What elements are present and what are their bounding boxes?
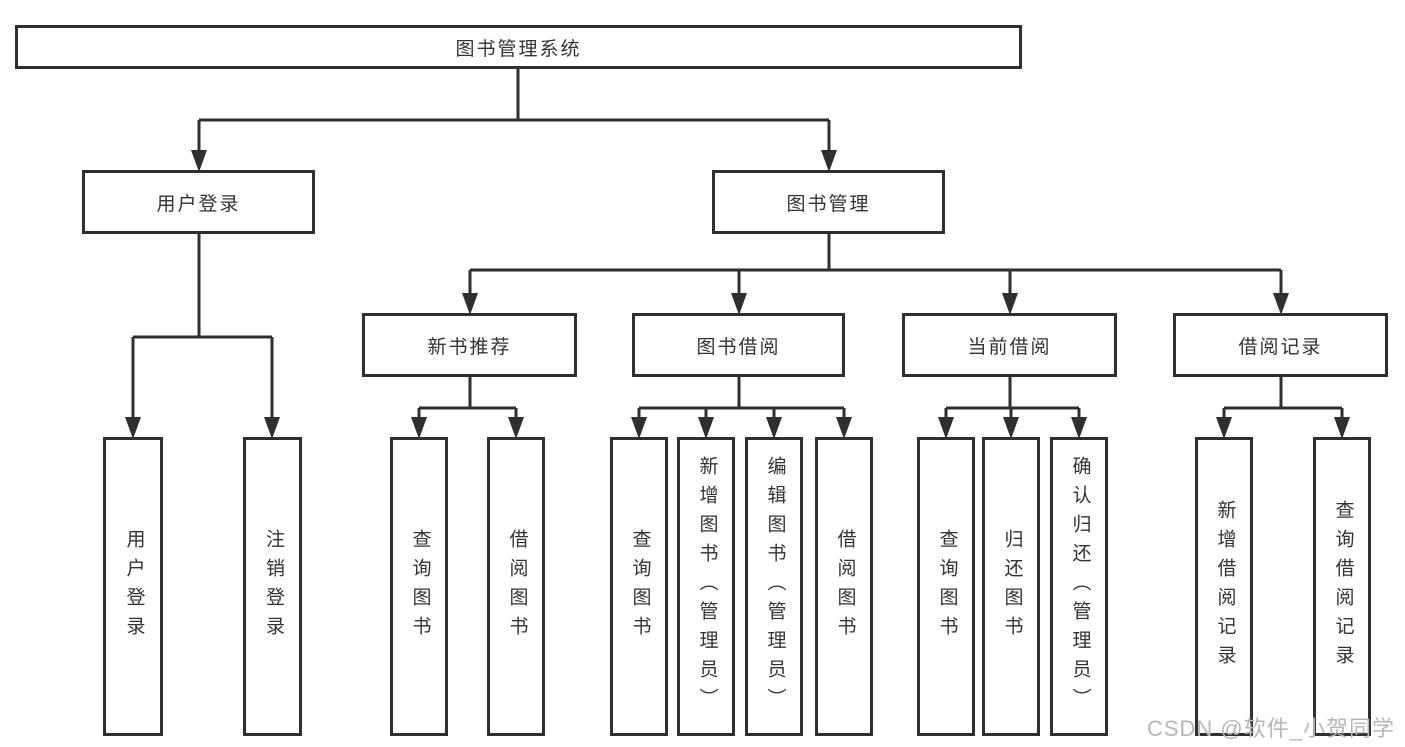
- leaf-record-add-record: 新增借阅记录: [1195, 437, 1253, 736]
- node-book-management: 图书管理: [712, 170, 945, 234]
- node-user-login: 用户登录: [82, 170, 315, 234]
- node-current-borrow: 当前借阅: [902, 313, 1117, 377]
- leaf-current-confirm-return-admin: 确认归还（管理员）: [1050, 437, 1108, 736]
- leaf-borrow-edit-book-admin: 编辑图书（管理员）: [745, 437, 803, 736]
- leaf-recommend-query-book: 查询图书: [390, 437, 448, 736]
- leaf-borrow-borrow-book: 借阅图书: [815, 437, 873, 736]
- node-new-book-recommend: 新书推荐: [362, 313, 577, 377]
- leaf-recommend-borrow-book: 借阅图书: [487, 437, 545, 736]
- node-borrow-record: 借阅记录: [1173, 313, 1388, 377]
- leaf-borrow-add-book-admin: 新增图书（管理员）: [677, 437, 735, 736]
- leaf-current-query-book: 查询图书: [917, 437, 975, 736]
- arrowheads: [125, 150, 1350, 439]
- csdn-watermark: CSDN @软件_小贺同学: [1146, 716, 1395, 741]
- leaf-logout: 注销登录: [243, 437, 302, 736]
- node-book-borrow: 图书借阅: [632, 313, 845, 377]
- leaf-user-login: 用户登录: [103, 437, 163, 736]
- node-root: 图书管理系统: [15, 25, 1022, 69]
- leaf-record-query-record: 查询借阅记录: [1313, 437, 1371, 736]
- leaf-current-return-book: 归还图书: [982, 437, 1040, 736]
- leaf-borrow-query-book: 查询图书: [610, 437, 668, 736]
